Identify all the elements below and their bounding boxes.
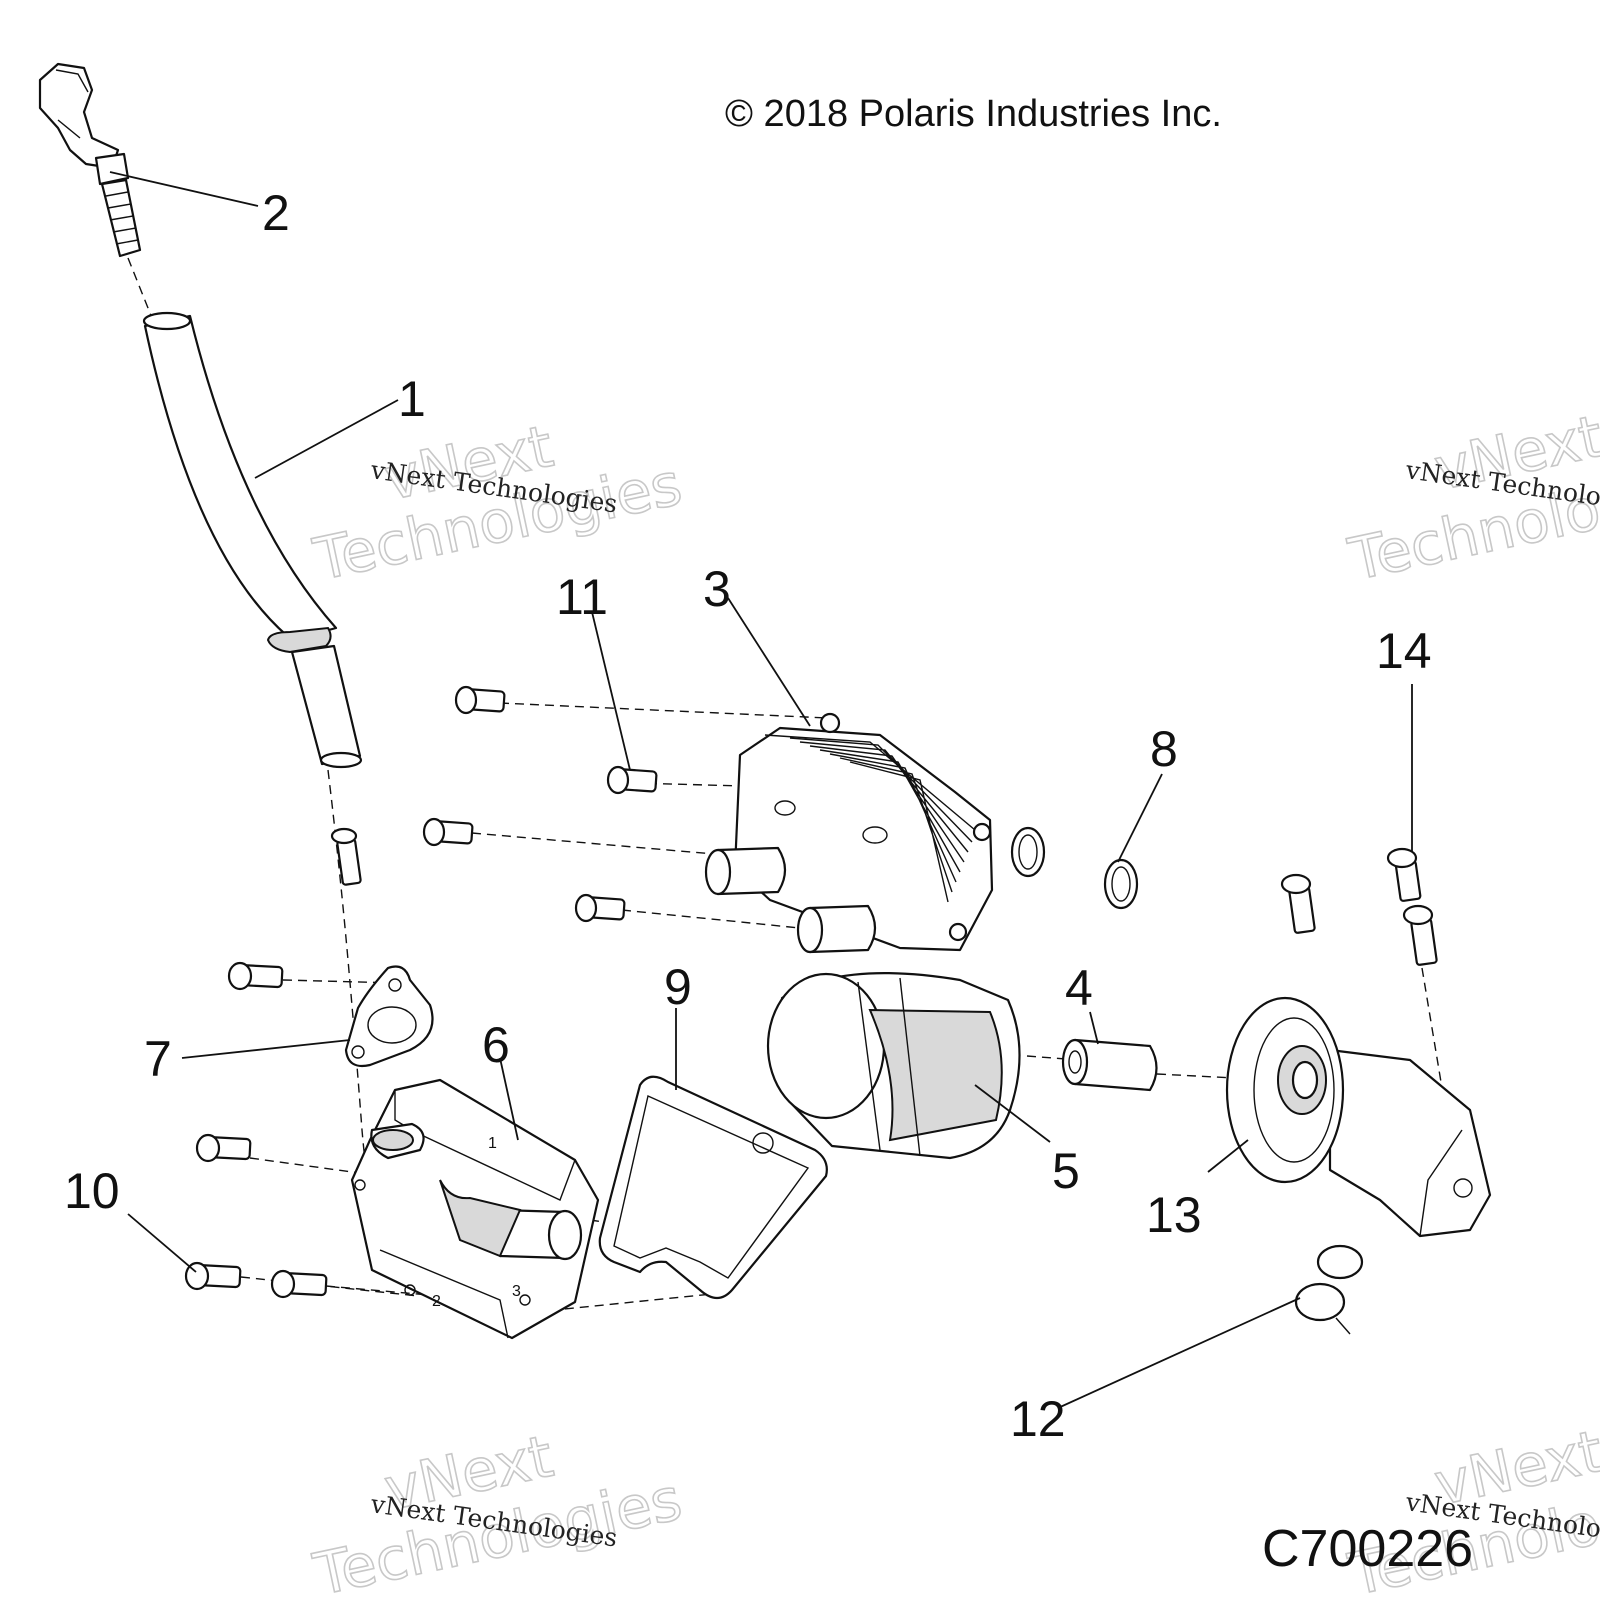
housing-mark-2: 2: [432, 1293, 441, 1310]
callout-9: 9: [664, 959, 692, 1015]
callout-13: 13: [1146, 1187, 1202, 1243]
gasket-part: [344, 965, 434, 1068]
adapter-sleeve-part: [1061, 1038, 1158, 1092]
oil-filter-part: [766, 972, 1021, 1160]
callout-11: 11: [556, 569, 608, 625]
o-ring-part: [1103, 858, 1139, 910]
callouts: 1 2 3 4 5 6 7 8 9 10 11 12 13 14: [64, 185, 1432, 1447]
mount-bolt-part: [1280, 847, 1438, 966]
callout-12: 12: [1010, 1391, 1066, 1447]
cooler-bolt-part: [422, 685, 658, 923]
callout-14: 14: [1376, 623, 1432, 679]
callout-1: 1: [398, 371, 426, 427]
housing-gasket-part: [598, 1075, 828, 1300]
clamp-ring-part: [1294, 1244, 1364, 1335]
callout-7: 7: [144, 1031, 172, 1087]
copyright-text: © 2018 Polaris Industries Inc.: [725, 93, 1222, 135]
housing-mark-3: 3: [512, 1283, 521, 1300]
filter-housing-part: 1 2 3: [350, 1078, 600, 1340]
housing-mark-1: 1: [488, 1135, 497, 1152]
watermark-top-right: vNext Technologies vNext Technologies: [1342, 401, 1600, 595]
drawing-number: C700226: [1262, 1520, 1473, 1578]
small-bolt-part: [330, 827, 362, 886]
callout-2: 2: [262, 185, 290, 241]
dipstick-tube-part: [142, 311, 363, 769]
housing-bolt-part: [184, 961, 328, 1299]
leader-lines: [109, 171, 1413, 1409]
callout-5: 5: [1052, 1143, 1080, 1199]
oil-cooler-part: [704, 712, 994, 954]
callout-4: 4: [1065, 960, 1093, 1016]
callout-8: 8: [1150, 721, 1178, 777]
o-ring-part: [1010, 826, 1046, 878]
filter-adapter-part: [1225, 996, 1492, 1238]
callout-6: 6: [482, 1017, 510, 1073]
callout-10: 10: [64, 1163, 120, 1219]
dipstick-handle-part: [38, 62, 142, 258]
watermark-bottom-left: vNext Technologies vNext Technologies: [307, 1421, 688, 1600]
callout-3: 3: [703, 561, 731, 617]
watermark-top-left: vNext Technologies vNext Technologies: [307, 411, 688, 595]
